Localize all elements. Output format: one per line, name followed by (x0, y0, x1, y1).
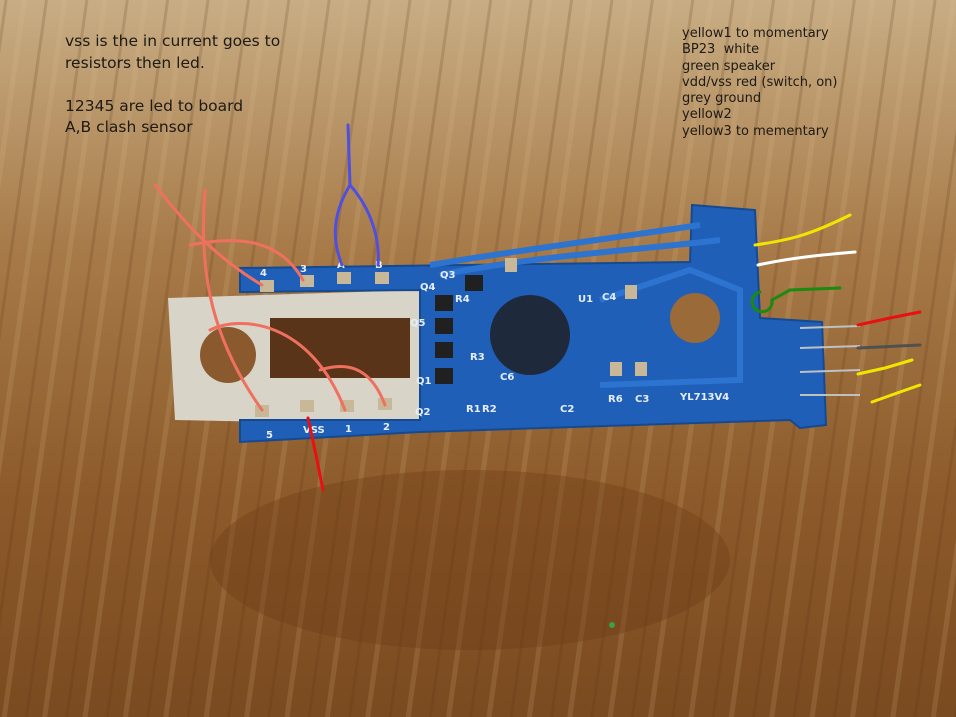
model-label: YL713V4 (679, 392, 729, 403)
legend-line: yellow2 (682, 107, 732, 123)
pad-label: 3 (300, 264, 307, 275)
sketch-blue-B (348, 183, 380, 267)
pad-label: 1 (345, 424, 352, 435)
pad-label: VSS (303, 425, 325, 436)
sketch-salmon-1 (208, 322, 347, 412)
component-label: Q3 (440, 270, 456, 281)
note-line: vss is the in current goes to (65, 32, 281, 50)
wire-white (756, 250, 857, 267)
pad-label: 2 (383, 422, 390, 433)
component-label: R6 (608, 394, 623, 405)
note-line (65, 74, 280, 96)
note-line: resistors then led. (65, 53, 205, 72)
sketch-salmon-2 (318, 364, 387, 407)
wire-yellow2 (856, 358, 914, 376)
note-line: 12345 are led to board (65, 96, 244, 115)
wire-red (856, 310, 922, 327)
pad-label: 4 (260, 268, 267, 279)
legend-line: yellow1 to momentary (682, 26, 829, 41)
component-label: R3 (470, 352, 485, 363)
legend-line: green speaker (682, 58, 776, 74)
component-label: R2 (482, 404, 497, 415)
component-label: Q1 (416, 376, 432, 387)
sketch-salmon-5 (202, 188, 264, 412)
component-label: Q4 (420, 282, 436, 293)
component-label: Q2 (415, 407, 431, 418)
component-label: U1 (578, 294, 593, 305)
component-label: R1 (466, 404, 481, 415)
component-label: C2 (560, 404, 574, 415)
component-label: C6 (500, 372, 514, 383)
legend-line: grey ground (682, 91, 762, 107)
sketch-red-vss (306, 416, 325, 492)
pad-label: 5 (266, 430, 273, 441)
mounting-hole (670, 293, 720, 343)
component-label: R4 (455, 294, 470, 305)
wire-yellow3 (870, 383, 922, 404)
legend-line: vdd/vss red (switch, on) (682, 74, 838, 90)
sketch-salmon-3 (188, 239, 305, 282)
speaker-buzzer (490, 295, 570, 375)
component-label: C4 (602, 292, 616, 303)
component-label: Q5 (410, 318, 426, 329)
wire-green (750, 286, 842, 314)
wire-grey (856, 343, 922, 350)
legend-line: yellow3 to mementary (682, 123, 829, 139)
legend-line: BP23 white (682, 42, 760, 58)
left-annotation: vss is the in current goes to resistors t… (65, 31, 280, 139)
note-line: A,B clash sensor (65, 118, 193, 136)
wire-yellow1 (753, 213, 852, 247)
component-label: C3 (635, 394, 649, 405)
